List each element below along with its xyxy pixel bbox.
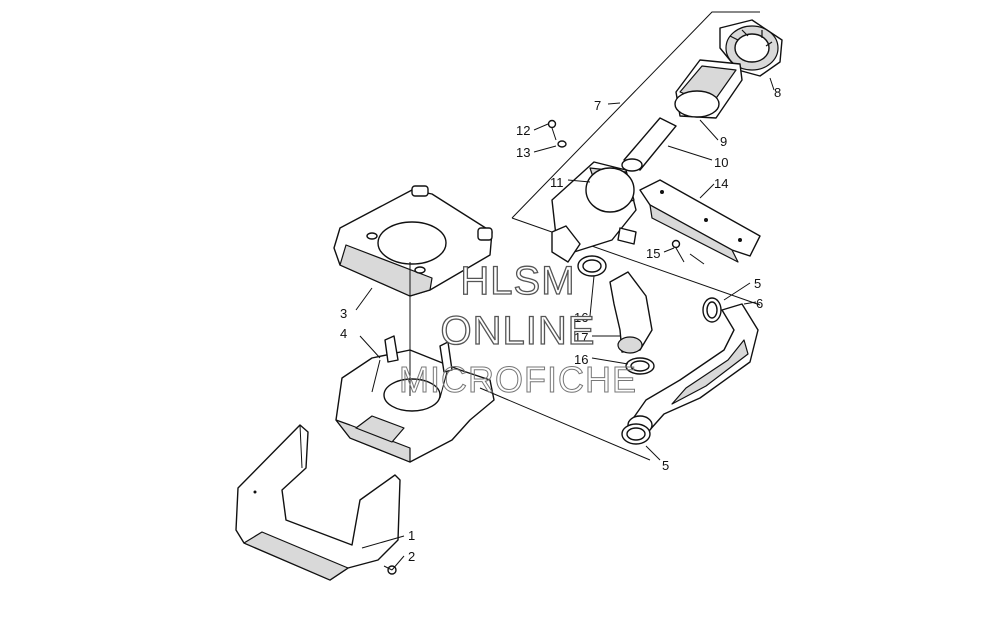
callout-11: 11: [550, 175, 564, 190]
part-5-clamp-upper: [702, 297, 722, 323]
watermark-line-1: HLSM: [460, 259, 575, 303]
callout-17: 17: [574, 330, 588, 345]
callout-1: 1: [408, 528, 415, 543]
leader-base-duct: [479, 387, 651, 461]
part-13-washer: [557, 140, 567, 148]
part-17-elbow: [609, 271, 653, 354]
part-9-filter-element: [674, 59, 743, 119]
part-11-filter-housing: [551, 161, 637, 263]
watermark: HLSM ONLINE MICROFICHE: [399, 258, 637, 400]
callout-12: 12: [516, 123, 530, 138]
part-12-screw: [547, 119, 557, 141]
callout-9: 9: [720, 134, 727, 149]
callout-15: 15: [646, 246, 660, 261]
callout-5-lower: 5: [662, 458, 669, 473]
part-1-heat-shield: [235, 424, 401, 581]
watermark-line-3: MICROFICHE: [399, 359, 637, 400]
callout-leaders: [355, 77, 775, 571]
part-16-clamp-upper: [577, 255, 607, 277]
callout-2: 2: [408, 549, 415, 564]
part-4-airbox-base: [335, 335, 495, 463]
part-15-bolt: [671, 239, 705, 265]
part-5-clamp-lower: [621, 423, 651, 445]
callout-14: 14: [714, 176, 728, 191]
callout-labels: 1 2 3 4 5 5 6 7 8 9 10 11 12 13 14 15 16…: [340, 85, 781, 564]
callout-6: 6: [756, 296, 763, 311]
part-14-mounting-bracket: [639, 179, 761, 263]
part-16-clamp-lower: [625, 357, 655, 375]
part-10-filter-tube: [621, 117, 677, 172]
callout-13: 13: [516, 145, 530, 160]
part-3-airbox-cover: [333, 185, 493, 297]
callout-16-upper: 16: [574, 310, 588, 325]
callout-4: 4: [340, 326, 347, 341]
callout-3: 3: [340, 306, 347, 321]
callout-8: 8: [774, 85, 781, 100]
watermark-line-2: ONLINE: [441, 309, 596, 353]
callout-16-lower: 16: [574, 352, 588, 367]
part-8-filter-cover: [719, 19, 783, 77]
callout-5-upper: 5: [754, 276, 761, 291]
callout-7: 7: [594, 98, 601, 113]
callout-10: 10: [714, 155, 728, 170]
